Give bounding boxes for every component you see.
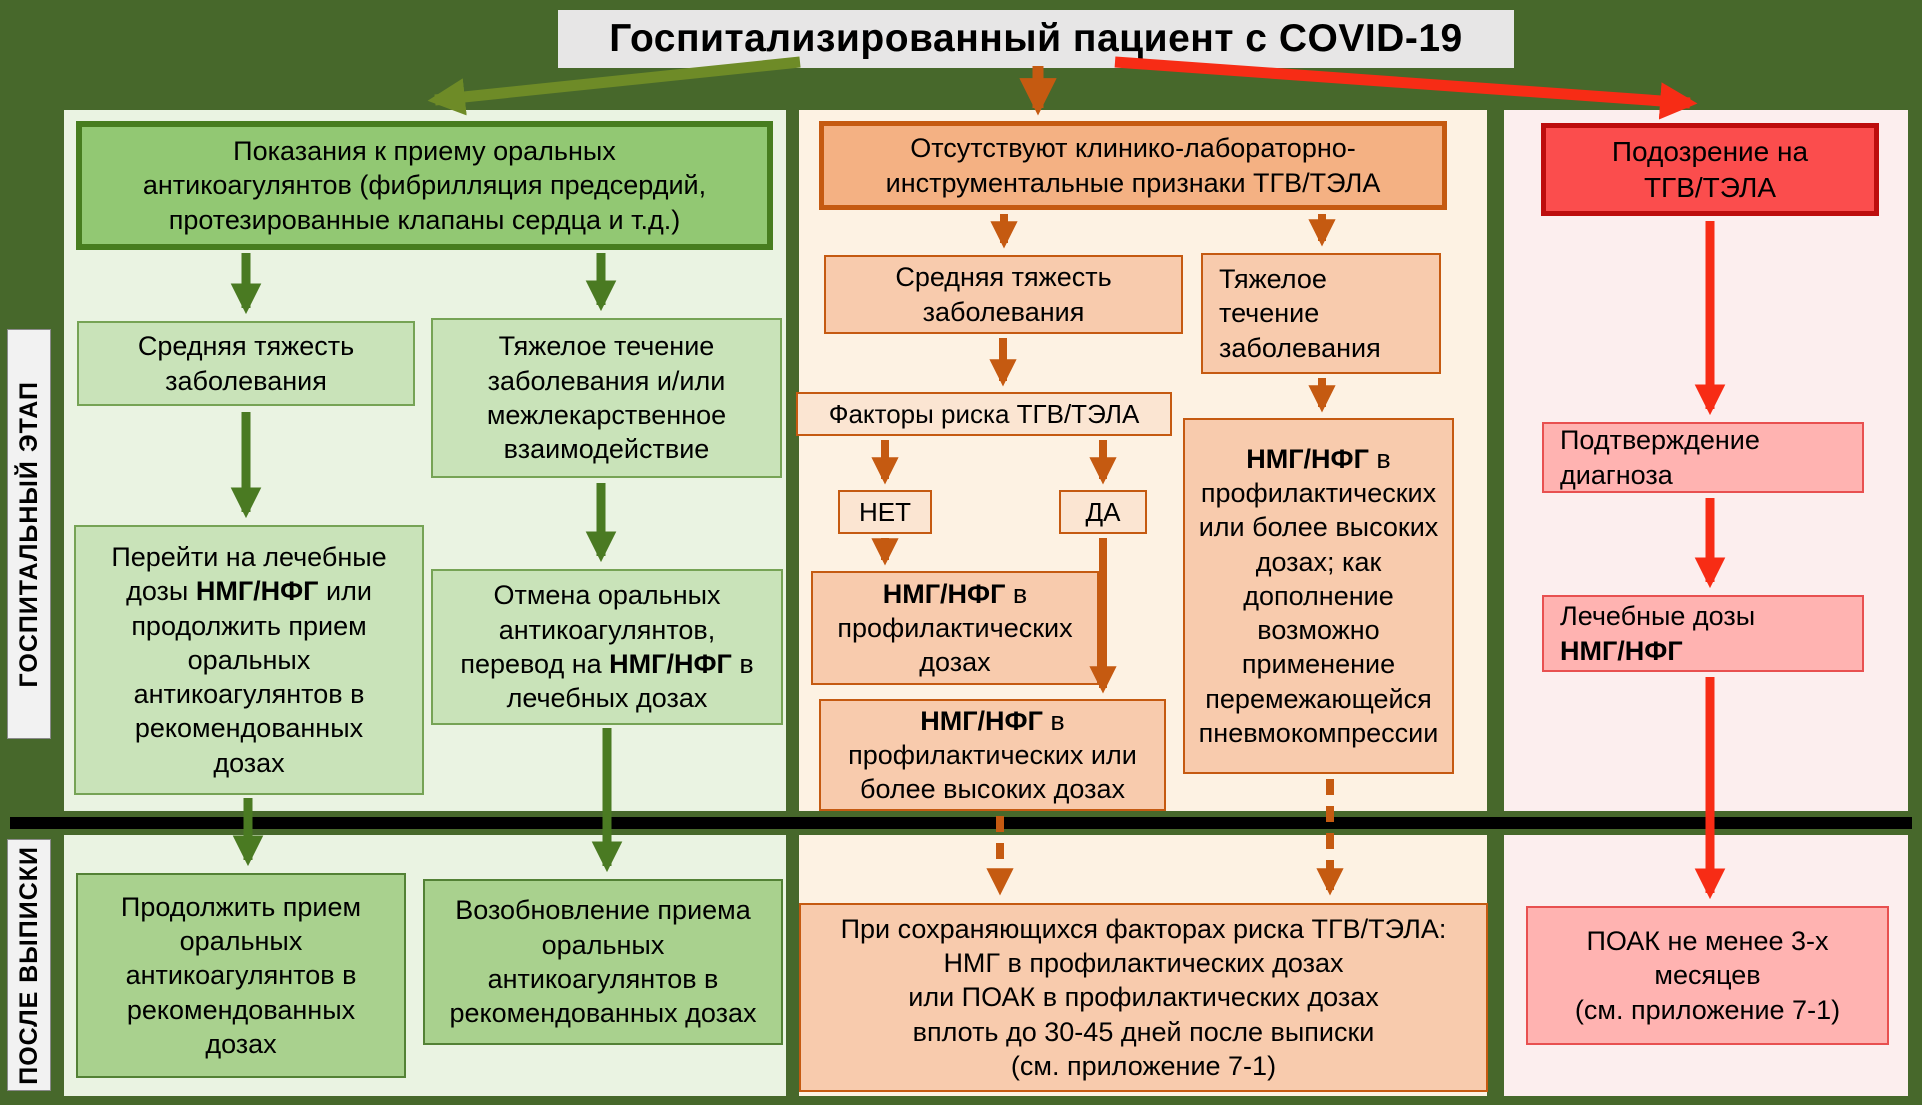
stage-label-hospital-text: ГОСПИТАЛЬНЫЙ ЭТАП — [14, 380, 43, 688]
middle-severe-box: Тяжелое течение заболевания — [1201, 253, 1441, 374]
box-text: НМГ/НФГ в профилактических или более выс… — [1199, 442, 1439, 751]
middle-moderate-box: Средняя тяжесть заболевания — [824, 255, 1183, 334]
box-text: НМГ/НФГ в профилактических дозах — [837, 577, 1072, 680]
right-header-box: Подозрение на ТГВ/ТЭЛА — [1541, 123, 1879, 216]
left-switch-box: Перейти на лечебные дозы НМГ/НФГ или про… — [74, 525, 424, 795]
text-bold: НМГ/НФГ — [920, 705, 1043, 736]
text-bold: НМГ/НФГ — [609, 649, 732, 679]
left-header-box: Показания к приему оральных антикоагулян… — [76, 121, 773, 250]
stage-label-discharge-text: ПОСЛЕ ВЫПИСКИ — [14, 845, 43, 1085]
box-text: Перейти на лечебные дозы НМГ/НФГ или про… — [111, 540, 386, 780]
left-cancel-box: Отмена оральных антикоагулянтов, перевод… — [431, 569, 783, 725]
severe-treatment-box: НМГ/НФГ в профилактических или более выс… — [1183, 418, 1454, 774]
treatment-dose-box: Лечебные дозы НМГ/НФГ — [1542, 595, 1864, 672]
text-pre: Лечебные дозы — [1560, 601, 1756, 632]
arrow-title-to-right-column — [1114, 56, 1698, 120]
middle-header-box: Отсутствуют клинико-лабораторно- инструм… — [819, 121, 1447, 210]
box-text: Отмена оральных антикоагулянтов, перевод… — [460, 578, 753, 715]
text-post: в лечебных дозах — [506, 649, 754, 714]
risk-factors-box: Факторы риска ТГВ/ТЭЛА — [796, 392, 1172, 436]
left-severe-box: Тяжелое течение заболевания и/или межлек… — [431, 318, 782, 478]
text-pre: Перейти на лечебные дозы — [111, 542, 387, 607]
text-post: или продолжить прием оральных антикоагул… — [131, 576, 372, 778]
yes-box: ДА — [1059, 490, 1147, 534]
text-bold: НМГ/НФГ — [1246, 443, 1369, 474]
right-discharge-box: ПОАК не менее 3-х месяцев (см. приложени… — [1526, 906, 1889, 1045]
box-text: НМГ/НФГ в профилактических или более выс… — [848, 704, 1137, 807]
text-post: в профилактических дозах — [837, 578, 1073, 678]
left-moderate-box: Средняя тяжесть заболевания — [77, 321, 415, 406]
text-post: в профилактических или более высоких доз… — [848, 705, 1137, 805]
text-pre: Отмена оральных антикоагулянтов, перевод… — [460, 580, 721, 679]
left-continue-box: Продолжить прием оральных антикоагулянто… — [76, 873, 406, 1078]
box-text: Лечебные дозы НМГ/НФГ — [1560, 599, 1755, 668]
confirm-diagnosis-box: Подтверждение диагноза — [1542, 422, 1864, 493]
middle-discharge-box: При сохраняющихся факторах риска ТГВ/ТЭЛ… — [799, 903, 1488, 1092]
prophylactic-dose-box: НМГ/НФГ в профилактических дозах — [811, 571, 1099, 685]
text-bold: НМГ/НФГ — [882, 578, 1006, 609]
text-bold: НМГ/НФГ — [1560, 635, 1683, 666]
text-post: в профилактических или более высоких доз… — [1198, 443, 1439, 748]
page-title: Госпитализированный пациент с COVID-19 — [558, 10, 1514, 68]
left-resume-box: Возобновление приема оральных антикоагул… — [423, 879, 783, 1045]
text-bold: НМГ/НФГ — [195, 576, 319, 607]
stage-label-hospital: ГОСПИТАЛЬНЫЙ ЭТАП — [7, 329, 51, 739]
stage-label-discharge: ПОСЛЕ ВЫПИСКИ — [7, 839, 51, 1091]
stage-divider-line — [10, 817, 1912, 829]
higher-dose-box: НМГ/НФГ в профилактических или более выс… — [819, 699, 1166, 811]
no-box: НЕТ — [838, 490, 932, 534]
